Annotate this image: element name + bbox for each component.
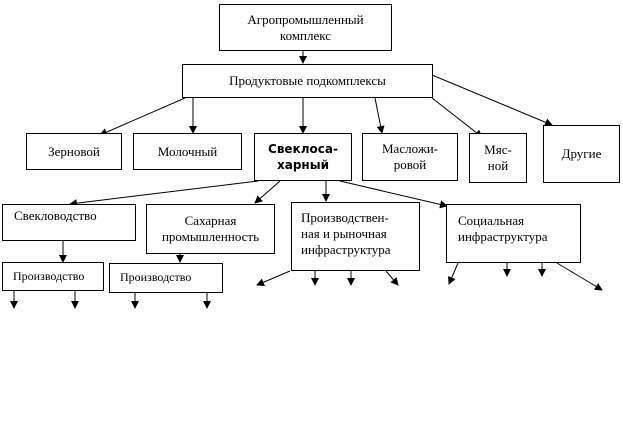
arrow-to-meat [431,97,483,138]
node-dairy: Молочный [133,133,242,170]
node-oil: Масложи- ровой [362,133,458,181]
node-meat: Мяс- ной [469,133,527,183]
arrow-to-grain [99,97,186,136]
arrow-to-other [431,74,553,126]
node-beet-growing: Свекловодство [2,204,136,241]
arrow-to-oil [374,97,385,134]
arrow-soc-4 [556,262,603,291]
node-grain: Зерновой [26,133,122,170]
node-prod-market-infra: Производствен- ная и рыночная инфраструк… [291,202,420,271]
arrow-to-beet-growing [69,180,259,208]
arrow-pm-4 [385,270,399,286]
arrow-pm-1 [256,270,291,286]
node-subcomplexes: Продуктовые подкомплексы [182,64,433,98]
node-root: Агропромышленный комплекс [219,4,392,51]
node-production-1: Производство [2,262,104,291]
arrow-to-social-infra [339,180,448,209]
arrow-to-sugar-industry [254,180,281,204]
node-social-infra: Социальная инфраструктура [446,204,581,263]
node-production-2: Производство [109,263,223,293]
node-sugar-beet: Свеклоса- харный [254,133,352,181]
node-sugar-industry: Сахарная промышленность [146,204,275,254]
arrow-soc-1 [448,262,459,285]
node-other: Другие [543,125,620,183]
